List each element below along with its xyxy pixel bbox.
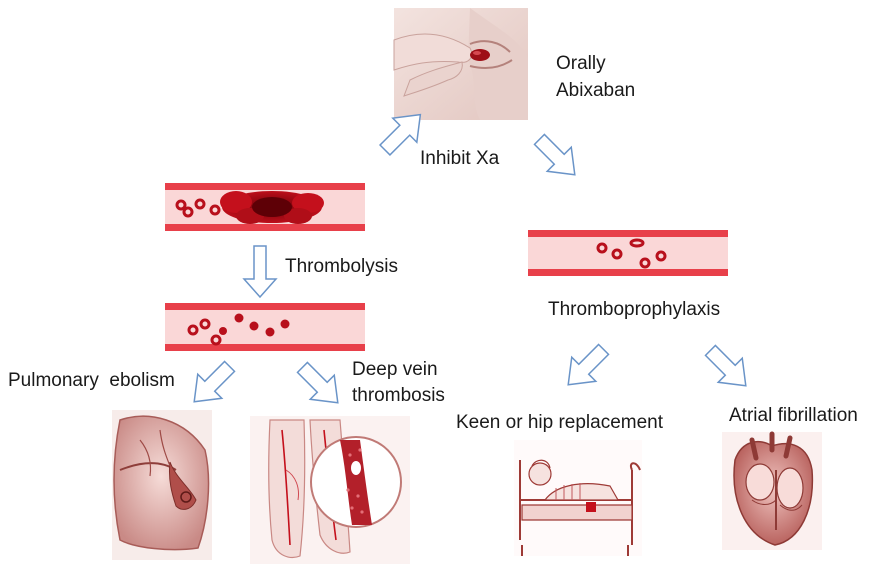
arrow-to-knee-hip: [567, 343, 610, 386]
red-blood-cells: [187, 313, 290, 346]
arrow-to-dvt: [296, 361, 339, 404]
arrow-to-clot-vessel: [378, 113, 422, 157]
leg-dvt-illustration: [250, 416, 410, 564]
thrombolysis-label: Thrombolysis: [285, 256, 398, 277]
dvt-label-line2: thrombosis: [352, 385, 445, 406]
lung-illustration: [112, 410, 212, 560]
drug-name-label: Abixaban: [556, 80, 636, 101]
pill-hand-illustration: [393, 8, 528, 120]
mechanism-label: Inhibit Xa: [420, 148, 500, 169]
heart-illustration: [722, 431, 822, 550]
drug-route-label: Orally: [556, 53, 606, 74]
pulmonary-embolism-label: Pulmonary ebolism: [8, 370, 175, 391]
arrow-to-pulmonary: [193, 360, 236, 403]
vessel-prophylaxis: [528, 230, 728, 276]
vessel-after-thrombolysis: [165, 303, 365, 351]
dvt-label-line1: Deep vein: [352, 359, 438, 380]
knee-hip-label: Keen or hip replacement: [456, 412, 664, 433]
red-blood-cells: [596, 238, 667, 269]
arrow-to-af: [704, 344, 747, 387]
vessel-with-clot: [165, 183, 365, 231]
patient-bed-illustration: [514, 440, 642, 556]
arrow-thrombolysis: [242, 245, 278, 299]
thromboprophylaxis-label: Thromboprophylaxis: [548, 299, 721, 320]
blood-clot: [220, 191, 324, 224]
red-blood-cells: [175, 198, 221, 218]
atrial-fibrillation-label: Atrial fibrillation: [729, 405, 858, 426]
arrow-to-prophylaxis-vessel: [533, 133, 576, 176]
